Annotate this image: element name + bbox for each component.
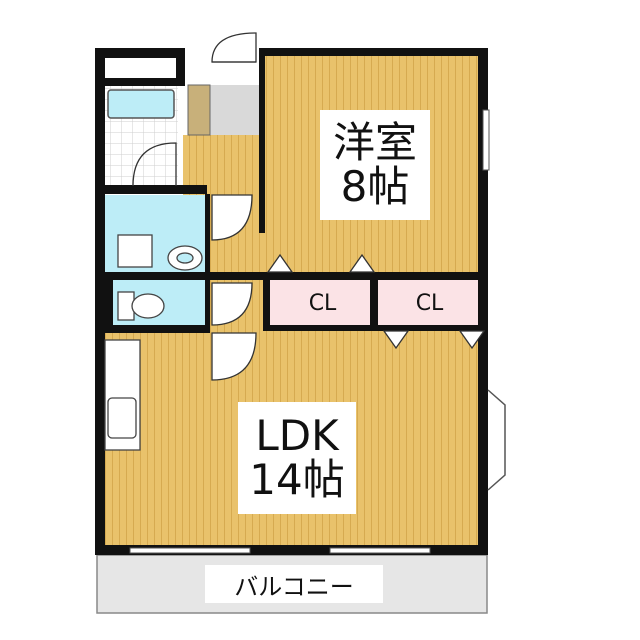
bathtub <box>107 89 175 119</box>
closet-left-floor <box>270 280 370 325</box>
closet-right-label: CL <box>415 290 444 316</box>
ldk-label: LDK 14帖 <box>238 402 356 514</box>
western-room-size: 8帖 <box>340 162 410 211</box>
ldk-size: 14帖 <box>249 455 345 504</box>
walls <box>95 48 488 555</box>
entrance-floor <box>210 85 263 135</box>
fixtures <box>104 234 203 451</box>
doors <box>132 32 486 381</box>
closet-right-floor <box>378 280 481 325</box>
shoe-cabinet <box>187 84 211 136</box>
western-room-label: 洋室 8帖 <box>320 110 430 220</box>
ldk-name: LDK <box>255 410 339 460</box>
western-room-name: 洋室 <box>332 117 417 167</box>
bay-window <box>487 389 506 491</box>
windows <box>129 109 490 554</box>
balcony-label: バルコニー <box>205 565 383 603</box>
closet-left-label: CL <box>308 290 337 316</box>
